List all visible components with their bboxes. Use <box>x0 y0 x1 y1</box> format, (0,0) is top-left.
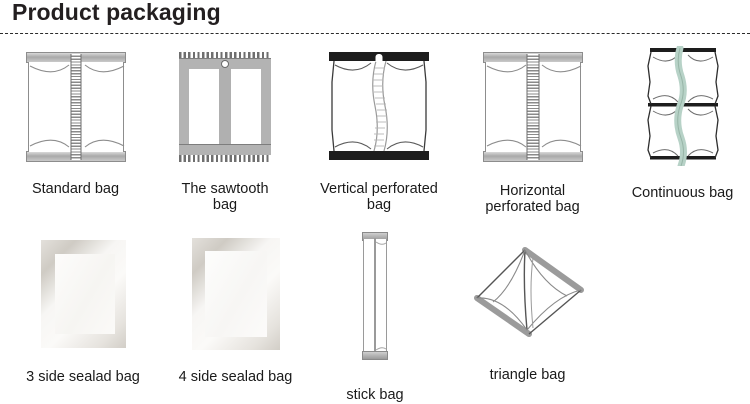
page-title: Product packaging <box>12 0 221 25</box>
triangle-bag-icon <box>463 238 593 350</box>
product-item-four-side-sealad-bag[interactable]: 4 side sealad bag <box>158 238 313 386</box>
product-label: Horizontal perforated bag <box>485 183 580 215</box>
product-item-horizontal-perforated-bag[interactable]: Horizontal perforated bag <box>460 52 605 215</box>
product-item-standard-bag[interactable]: Standard bag <box>8 52 143 198</box>
product-label: Vertical perforated bag <box>320 181 438 213</box>
standard-bag-icon <box>25 52 126 162</box>
product-label: 4 side sealad bag <box>178 369 293 385</box>
product-label: stick bag <box>346 387 404 403</box>
product-label: The sawtooth bag <box>181 181 269 213</box>
dashed-divider <box>0 33 750 34</box>
product-item-sawtooth-bag[interactable]: The sawtooth bag <box>160 52 290 213</box>
product-item-continuous-bag[interactable]: Continuous bag <box>615 46 750 202</box>
three-side-sealad-bag-icon <box>40 240 126 348</box>
horizontal-perforated-bag-icon <box>482 52 583 162</box>
product-item-three-side-sealad-bag[interactable]: 3 side sealad bag <box>8 240 158 386</box>
vertical-perforated-bag-icon <box>329 52 429 160</box>
four-side-sealad-bag-icon <box>191 238 280 350</box>
product-item-stick-bag[interactable]: stick bag <box>310 232 440 404</box>
continuous-bag-icon <box>638 46 728 166</box>
product-label: Standard bag <box>31 181 120 197</box>
product-label: triangle bag <box>489 367 566 383</box>
product-item-triangle-bag[interactable]: triangle bag <box>445 238 610 384</box>
product-label: 3 side sealad bag <box>26 369 140 385</box>
product-item-vertical-perforated-bag[interactable]: Vertical perforated bag <box>305 52 453 213</box>
stick-bag-icon <box>362 232 388 360</box>
product-label: Continuous bag <box>631 185 734 201</box>
sawtooth-bag-icon <box>179 52 271 162</box>
